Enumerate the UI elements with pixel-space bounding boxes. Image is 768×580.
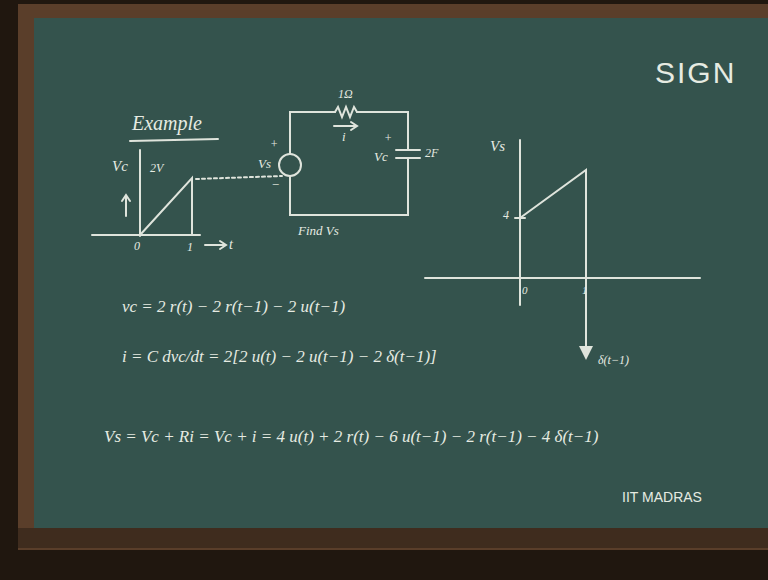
current-arrow [334, 125, 356, 127]
current-arrow-head [351, 122, 357, 130]
vs-axis [519, 140, 521, 305]
vc-waveform [140, 178, 192, 235]
axis-tick [515, 217, 525, 219]
impulse-arrow-head [579, 346, 593, 360]
vc-axis [139, 150, 141, 236]
leader-line [196, 176, 282, 179]
polarity-sign: + [384, 132, 392, 145]
capacitor-plate [396, 149, 420, 151]
board-surface [34, 18, 768, 528]
wire [290, 112, 335, 154]
title-underline [130, 139, 218, 141]
board-ledge [18, 528, 768, 548]
axis-value: 0 [134, 240, 140, 253]
signal-name: Vc [374, 150, 388, 164]
capacitance-value: 2F [425, 147, 438, 160]
task-note: Find Vs [298, 224, 339, 238]
signal-name: Vs [490, 138, 505, 155]
polarity-sign: + [270, 138, 278, 151]
t-arrow [205, 244, 225, 246]
wire [290, 158, 408, 215]
axis-value: 1 [582, 284, 588, 296]
equation: Vs = Vc + Ri = Vc + i = 4 u(t) + 2 r(t) … [104, 428, 598, 447]
resistor-symbol [335, 107, 357, 117]
vc-arrow-head [122, 195, 130, 201]
signal-name: Vs [258, 157, 271, 171]
time-axis [92, 234, 200, 236]
signal-name: Vc [112, 158, 128, 175]
board-heading: SIGN [655, 56, 736, 89]
axis-value: 0 [522, 284, 528, 296]
equation: vc = 2 r(t) − 2 r(t−1) − 2 u(t−1) [122, 298, 345, 317]
polarity-sign: − [271, 178, 280, 192]
current-name: i [342, 130, 346, 144]
board-frame [18, 4, 768, 550]
impulse-label: δ(t−1) [598, 354, 629, 367]
amplitude-value: 2V [150, 162, 163, 175]
title-text: Example [132, 112, 202, 134]
axis-value: 1 [187, 241, 193, 254]
vc-arrow [125, 196, 127, 216]
time-axis [425, 277, 700, 279]
t-arrow-head [220, 241, 226, 249]
voltage-source [279, 154, 301, 176]
wire [357, 112, 408, 150]
watermark: IIT MADRAS [622, 490, 702, 505]
equation: i = C dvc/dt = 2[2 u(t) − 2 u(t−1) − 2 δ… [122, 348, 437, 367]
resistance-value: 1Ω [338, 88, 353, 101]
amplitude-value: 4 [503, 209, 509, 222]
axis-name: t [229, 237, 233, 252]
vs-waveform [520, 170, 586, 350]
